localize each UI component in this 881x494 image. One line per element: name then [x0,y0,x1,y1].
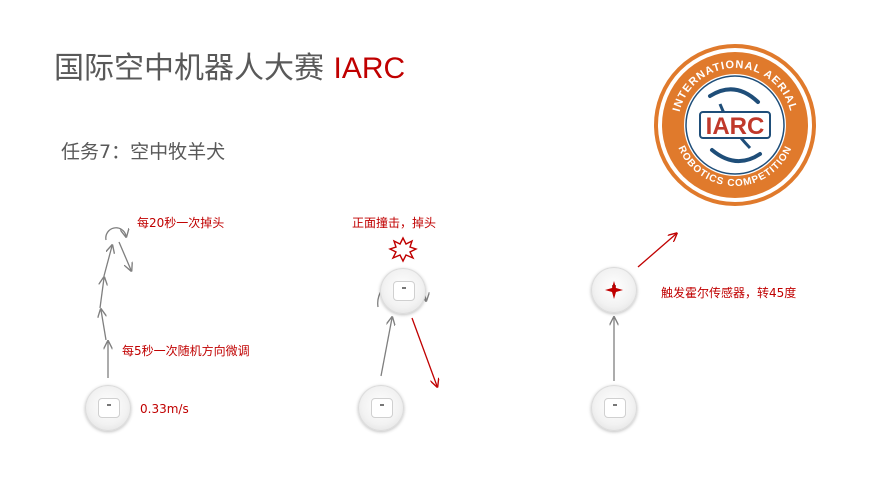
panel1-note-adjust: 每5秒一次随机方向微调 [122,344,250,358]
collision-burst-icon [388,236,418,263]
drone-panel3-turn [591,267,637,313]
logo-center-text: IARC [706,113,765,140]
drone-panel1-start [85,385,131,431]
panel1-note-uturn: 每20秒一次掉头 [137,216,225,230]
panel1-speed: 0.33m/s [140,402,189,416]
drone-panel2-collision [380,268,426,314]
title-accent: IARC [333,52,406,85]
panel2-note-collision: 正面撞击，掉头 [352,216,437,230]
page-subtitle: 任务7：空中牧羊犬 [61,141,226,163]
iarc-logo: INTERNATIONAL AERIAL ROBOTICS COMPETITIO… [654,44,816,206]
title-main: 国际空中机器人大赛 [54,51,334,86]
panel1-path [100,227,131,378]
panel3-note-hall: 触发霍尔传感器，转45度 [661,286,797,300]
panel3-path [614,234,676,381]
drone-panel3-start [591,385,637,431]
drone-panel2-start [358,385,404,431]
page-title: 国际空中机器人大赛 IARC [54,50,405,88]
